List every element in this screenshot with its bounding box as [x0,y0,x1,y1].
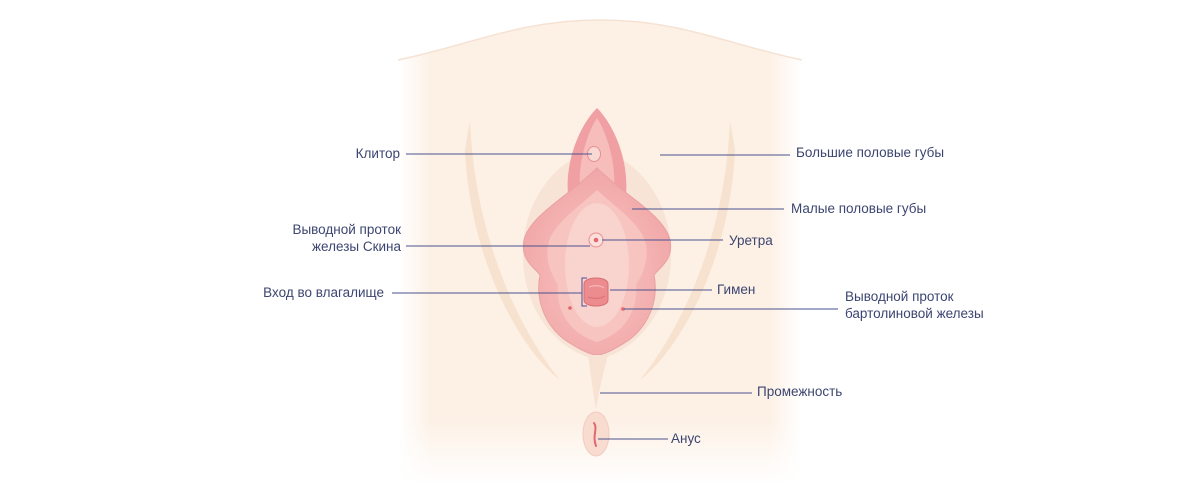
urethra-opening [588,232,604,248]
label-clitoris: Клитор [355,146,400,161]
perineum-shape [588,355,608,410]
label-bartholin-duct: Выводной проток бартолиновой железы [845,289,984,321]
leader-lines [392,153,838,440]
bartholin-duct-openings [568,306,625,311]
label-vaginal-entrance: Вход во влагалище [263,285,384,300]
label-anus: Анус [671,431,701,446]
label-urethra: Уретра [729,233,773,248]
vestibule [565,203,629,327]
label-perineum: Промежность [757,384,843,399]
label-hymen: Гимен [717,282,756,297]
label-labia-majora: Большие половые губы [796,145,945,160]
label-skene-duct: Выводной проток железы Скина [292,222,401,254]
hymen-shape [581,277,609,307]
anus-shape [582,411,610,457]
label-labia-minora: Малые половые губы [791,201,927,216]
